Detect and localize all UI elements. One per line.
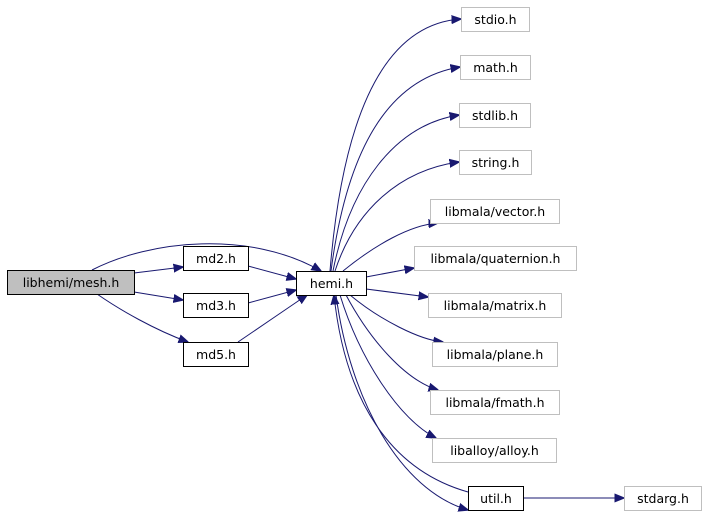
edge-util-to-hemi	[334, 295, 469, 493]
node-box-hemi	[296, 271, 367, 296]
node-label-fmath: libmala/fmath.h	[445, 395, 544, 410]
node-box-stdlib	[459, 103, 531, 128]
node-box-stdarg	[624, 486, 702, 511]
node-math[interactable]: math.h	[460, 55, 531, 80]
node-stdarg[interactable]: stdarg.h	[624, 486, 702, 511]
node-label-stdio: stdio.h	[474, 12, 516, 27]
node-label-stdlib: stdlib.h	[472, 108, 518, 123]
node-box-alloy	[432, 438, 557, 463]
edge-hemi-to-stdlib	[332, 115, 459, 272]
edge-hemi-to-plane	[349, 294, 443, 342]
node-box-md5	[183, 342, 249, 367]
edge-hemi-to-fmath	[345, 294, 438, 390]
node-md3[interactable]: md3.h	[183, 293, 249, 318]
node-box-md2	[183, 246, 249, 271]
node-label-math: math.h	[473, 60, 518, 75]
node-label-mesh: libhemi/mesh.h	[23, 275, 120, 290]
node-box-fmath	[430, 390, 560, 415]
edge-hemi-to-util	[335, 294, 468, 510]
node-box-md3	[183, 293, 249, 318]
node-stdlib[interactable]: stdlib.h	[459, 103, 531, 128]
node-box-vector	[430, 199, 560, 224]
node-label-md2: md2.h	[196, 251, 236, 266]
node-box-stdio	[461, 7, 530, 32]
node-matrix[interactable]: libmala/matrix.h	[428, 293, 562, 318]
node-label-matrix: libmala/matrix.h	[444, 298, 547, 313]
node-box-matrix	[428, 293, 562, 318]
node-hemi[interactable]: hemi.h	[296, 271, 367, 296]
node-box-math	[460, 55, 531, 80]
edge-hemi-to-stdio	[329, 19, 461, 272]
edge-hemi-to-alloy	[339, 294, 436, 438]
node-mesh[interactable]: libhemi/mesh.h	[7, 270, 135, 295]
node-label-string: string.h	[472, 155, 520, 170]
node-box-plane	[432, 342, 558, 367]
node-fmath[interactable]: libmala/fmath.h	[430, 390, 560, 415]
edge-md5-to-hemi	[237, 295, 307, 343]
edge-hemi-to-math	[330, 67, 460, 272]
edge-mesh-to-md5	[96, 293, 188, 342]
node-label-md3: md3.h	[196, 298, 236, 313]
node-label-vector: libmala/vector.h	[445, 204, 545, 219]
node-box-quaternion	[414, 246, 577, 271]
edge-mesh-to-hemi	[91, 243, 321, 271]
node-stdio[interactable]: stdio.h	[461, 7, 530, 32]
node-label-stdarg: stdarg.h	[637, 491, 689, 506]
node-md2[interactable]: md2.h	[183, 246, 249, 271]
nodes-layer: libhemi/mesh.h md2.h md3.h md5.h hemi.h stdio…	[7, 7, 702, 511]
edge-md3-to-hemi	[247, 290, 296, 304]
edge-md2-to-hemi	[247, 265, 296, 279]
node-box-util	[468, 486, 524, 511]
edge-hemi-to-string	[334, 162, 459, 272]
node-label-hemi: hemi.h	[310, 276, 353, 291]
edge-mesh-to-md2	[133, 267, 183, 274]
edge-mesh-to-md3	[133, 291, 183, 300]
node-label-md5: md5.h	[196, 347, 236, 362]
node-label-util: util.h	[480, 491, 512, 506]
node-box-string	[459, 150, 532, 175]
node-label-quaternion: libmala/quaternion.h	[431, 251, 561, 266]
node-vector[interactable]: libmala/vector.h	[430, 199, 560, 224]
node-quaternion[interactable]: libmala/quaternion.h	[414, 246, 577, 271]
node-label-plane: libmala/plane.h	[447, 347, 544, 362]
edge-hemi-to-matrix	[365, 288, 428, 297]
node-alloy[interactable]: liballoy/alloy.h	[432, 438, 557, 463]
node-md5[interactable]: md5.h	[183, 342, 249, 367]
node-box-mesh	[7, 270, 135, 295]
node-string[interactable]: string.h	[459, 150, 532, 175]
node-plane[interactable]: libmala/plane.h	[432, 342, 558, 367]
edge-hemi-to-vector	[342, 223, 438, 272]
node-label-alloy: liballoy/alloy.h	[450, 443, 539, 458]
edges-layer	[91, 19, 624, 510]
edge-hemi-to-quaternion	[365, 268, 414, 278]
node-util[interactable]: util.h	[468, 486, 524, 511]
